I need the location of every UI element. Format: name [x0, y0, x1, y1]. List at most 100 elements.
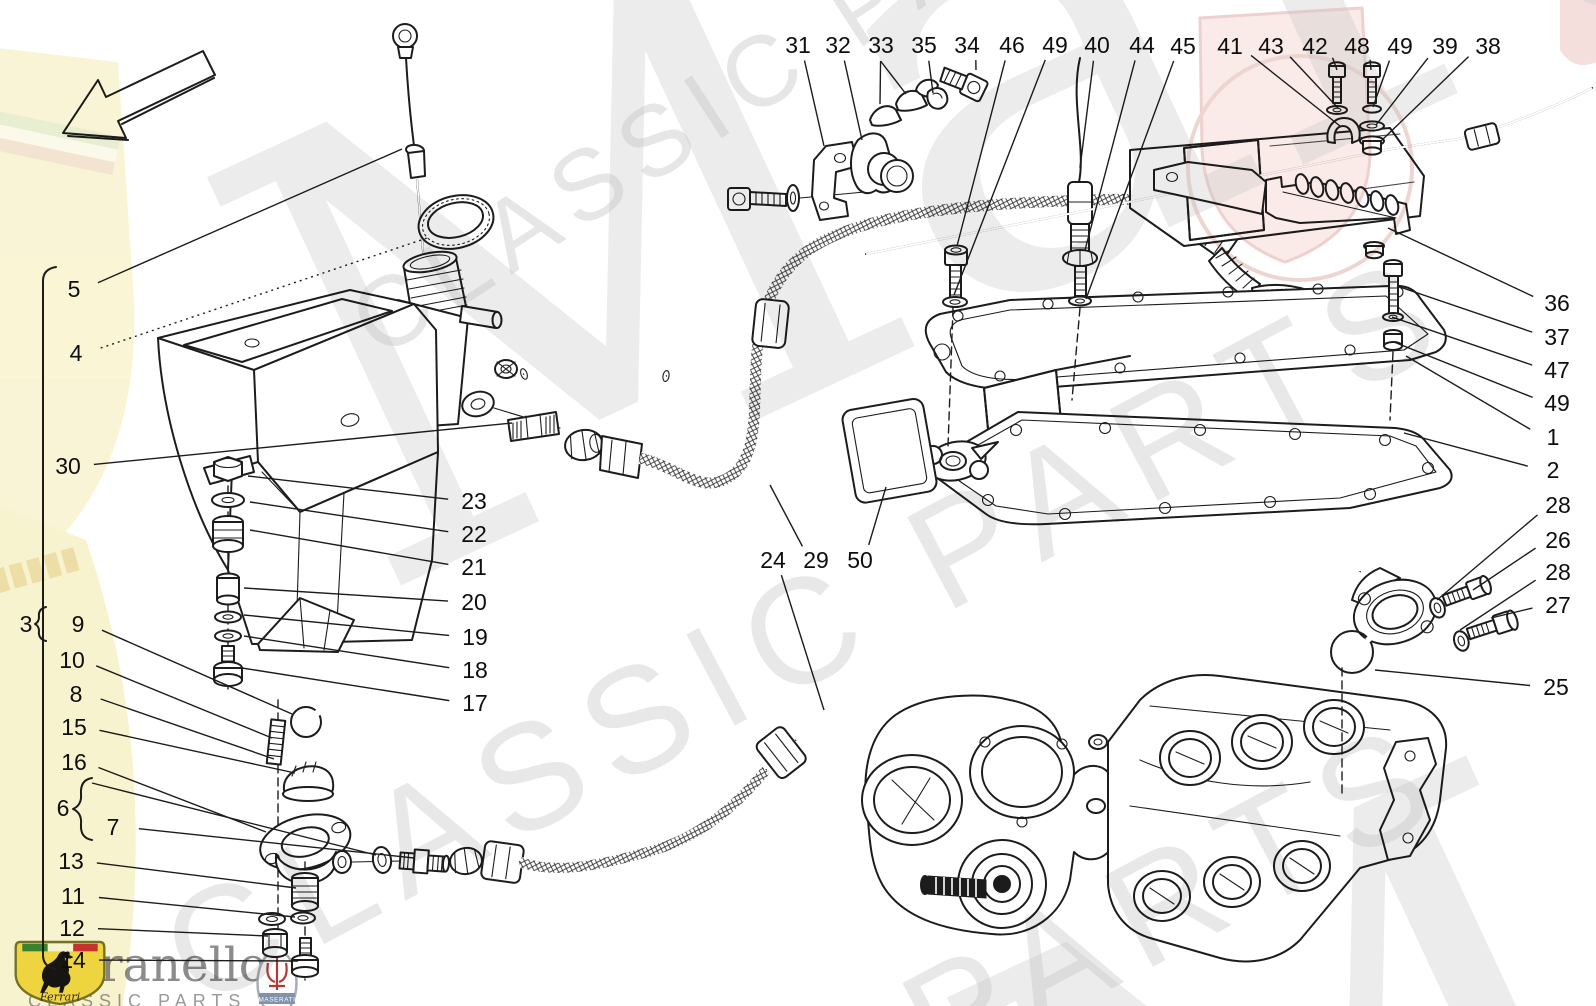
leader-line	[98, 896, 296, 918]
leader-line	[97, 927, 269, 937]
callout-number-46: 46	[999, 32, 1025, 58]
callout-number-38: 38	[1475, 33, 1501, 59]
leader-line	[1374, 669, 1531, 687]
tank-mount-stack	[211, 456, 245, 693]
callout-number-22: 22	[461, 521, 487, 547]
callout-number-37: 37	[1544, 324, 1570, 350]
lower-union-assembly	[259, 699, 525, 959]
trident-icon	[266, 957, 288, 990]
breather-hose	[520, 366, 670, 383]
callout-number-49: 49	[1387, 33, 1413, 59]
leader-line	[1393, 341, 1533, 399]
callout-number-18: 18	[462, 657, 488, 683]
leader-line	[1079, 60, 1095, 169]
leader-line	[1085, 60, 1175, 300]
callout-number-10: 10	[59, 647, 85, 673]
callout-number-42: 42	[1302, 33, 1328, 59]
leader-line	[879, 60, 882, 105]
leader-line	[243, 635, 450, 669]
callout-number-34: 34	[954, 32, 980, 58]
leader-line	[100, 236, 431, 349]
callout-number-13: 13	[58, 848, 84, 874]
callout-number-48: 48	[1344, 33, 1370, 59]
leader-line	[1375, 57, 1429, 126]
comb-mount-bolt-stack	[1382, 259, 1404, 421]
callout-number-7: 7	[107, 814, 120, 840]
leader-line	[91, 782, 377, 856]
callout-number-47: 47	[1544, 357, 1570, 383]
leader-line	[243, 614, 450, 637]
callout-number-32: 32	[825, 32, 851, 58]
leader-line	[97, 148, 403, 284]
callout-number-17: 17	[462, 690, 488, 716]
cooler-cover-plate	[924, 283, 1447, 391]
maserati-label: MASERATI	[259, 997, 296, 1004]
leader-line	[1084, 60, 1136, 251]
callout-number-43: 43	[1258, 33, 1284, 59]
callout-number-24: 24	[760, 547, 786, 573]
callout-number-2: 2	[1547, 457, 1560, 483]
direction-arrow-icon	[62, 50, 216, 141]
callout-number-12: 12	[59, 915, 85, 941]
leader-line	[1459, 579, 1537, 631]
maserati-band	[259, 993, 295, 1004]
callout-number-23: 23	[461, 488, 487, 514]
leader-line	[1369, 59, 1372, 71]
leader-line	[249, 501, 449, 533]
callout-number-45: 45	[1170, 33, 1196, 59]
small-rect-gasket	[841, 397, 938, 504]
leader-line	[1436, 514, 1539, 601]
oil-return-pipe	[518, 569, 1365, 874]
leader-line	[868, 486, 887, 546]
leader-line	[1380, 56, 1470, 142]
leader-line	[1490, 607, 1533, 619]
lower-mount-hardware	[258, 861, 319, 981]
callout-number-36: 36	[1544, 290, 1570, 316]
pipe-clamp-hardware	[1326, 61, 1385, 156]
callout-number-40: 40	[1084, 32, 1110, 58]
callout-number-27: 27	[1545, 592, 1571, 618]
leader-line	[956, 60, 1006, 247]
leader-line	[1405, 355, 1531, 430]
oil-filler-cap	[417, 194, 495, 250]
callout-number-50: 50	[847, 547, 873, 573]
cooler-gasket	[928, 411, 1453, 526]
leader-line	[241, 667, 450, 702]
callout-number-14: 14	[60, 947, 86, 973]
callout-number-30: 30	[55, 453, 81, 479]
callout-number-44: 44	[1129, 32, 1155, 58]
leader-line	[247, 475, 449, 500]
callout-number-26: 26	[1545, 527, 1571, 553]
leader-line	[99, 729, 296, 774]
leader-line	[769, 484, 804, 547]
leader-line	[1472, 547, 1536, 591]
leader-line	[243, 587, 449, 602]
leader-line	[843, 60, 863, 141]
leader-line	[780, 574, 825, 711]
leader-line	[1391, 316, 1533, 366]
callout-number-29: 29	[803, 547, 829, 573]
return-flange-assembly	[1330, 567, 1519, 797]
group-bracket-3	[34, 266, 57, 970]
callout-number-11: 11	[61, 883, 85, 909]
callout-number-31: 31	[785, 32, 811, 58]
group-brace-6	[72, 777, 93, 841]
callout-number-28: 28	[1545, 492, 1571, 518]
leader-line	[1403, 432, 1528, 467]
leader-line	[1396, 285, 1533, 333]
callout-number-1: 1	[1547, 424, 1560, 450]
callout-number-41: 41	[1217, 33, 1243, 59]
callout-number-8: 8	[70, 681, 83, 707]
callout-number-39: 39	[1432, 33, 1458, 59]
callout-number-35: 35	[911, 32, 937, 58]
callout-number-20: 20	[461, 589, 487, 615]
leader-line	[1387, 227, 1534, 298]
callout-number-4: 4	[70, 340, 83, 366]
leader-line	[96, 862, 297, 889]
oil-reservoir-tank	[157, 250, 469, 653]
leader-line	[98, 959, 299, 962]
callout-number-5: 5	[68, 276, 81, 302]
engine-ports-upper	[1159, 699, 1365, 786]
tank-outlet-fittings	[459, 305, 643, 479]
